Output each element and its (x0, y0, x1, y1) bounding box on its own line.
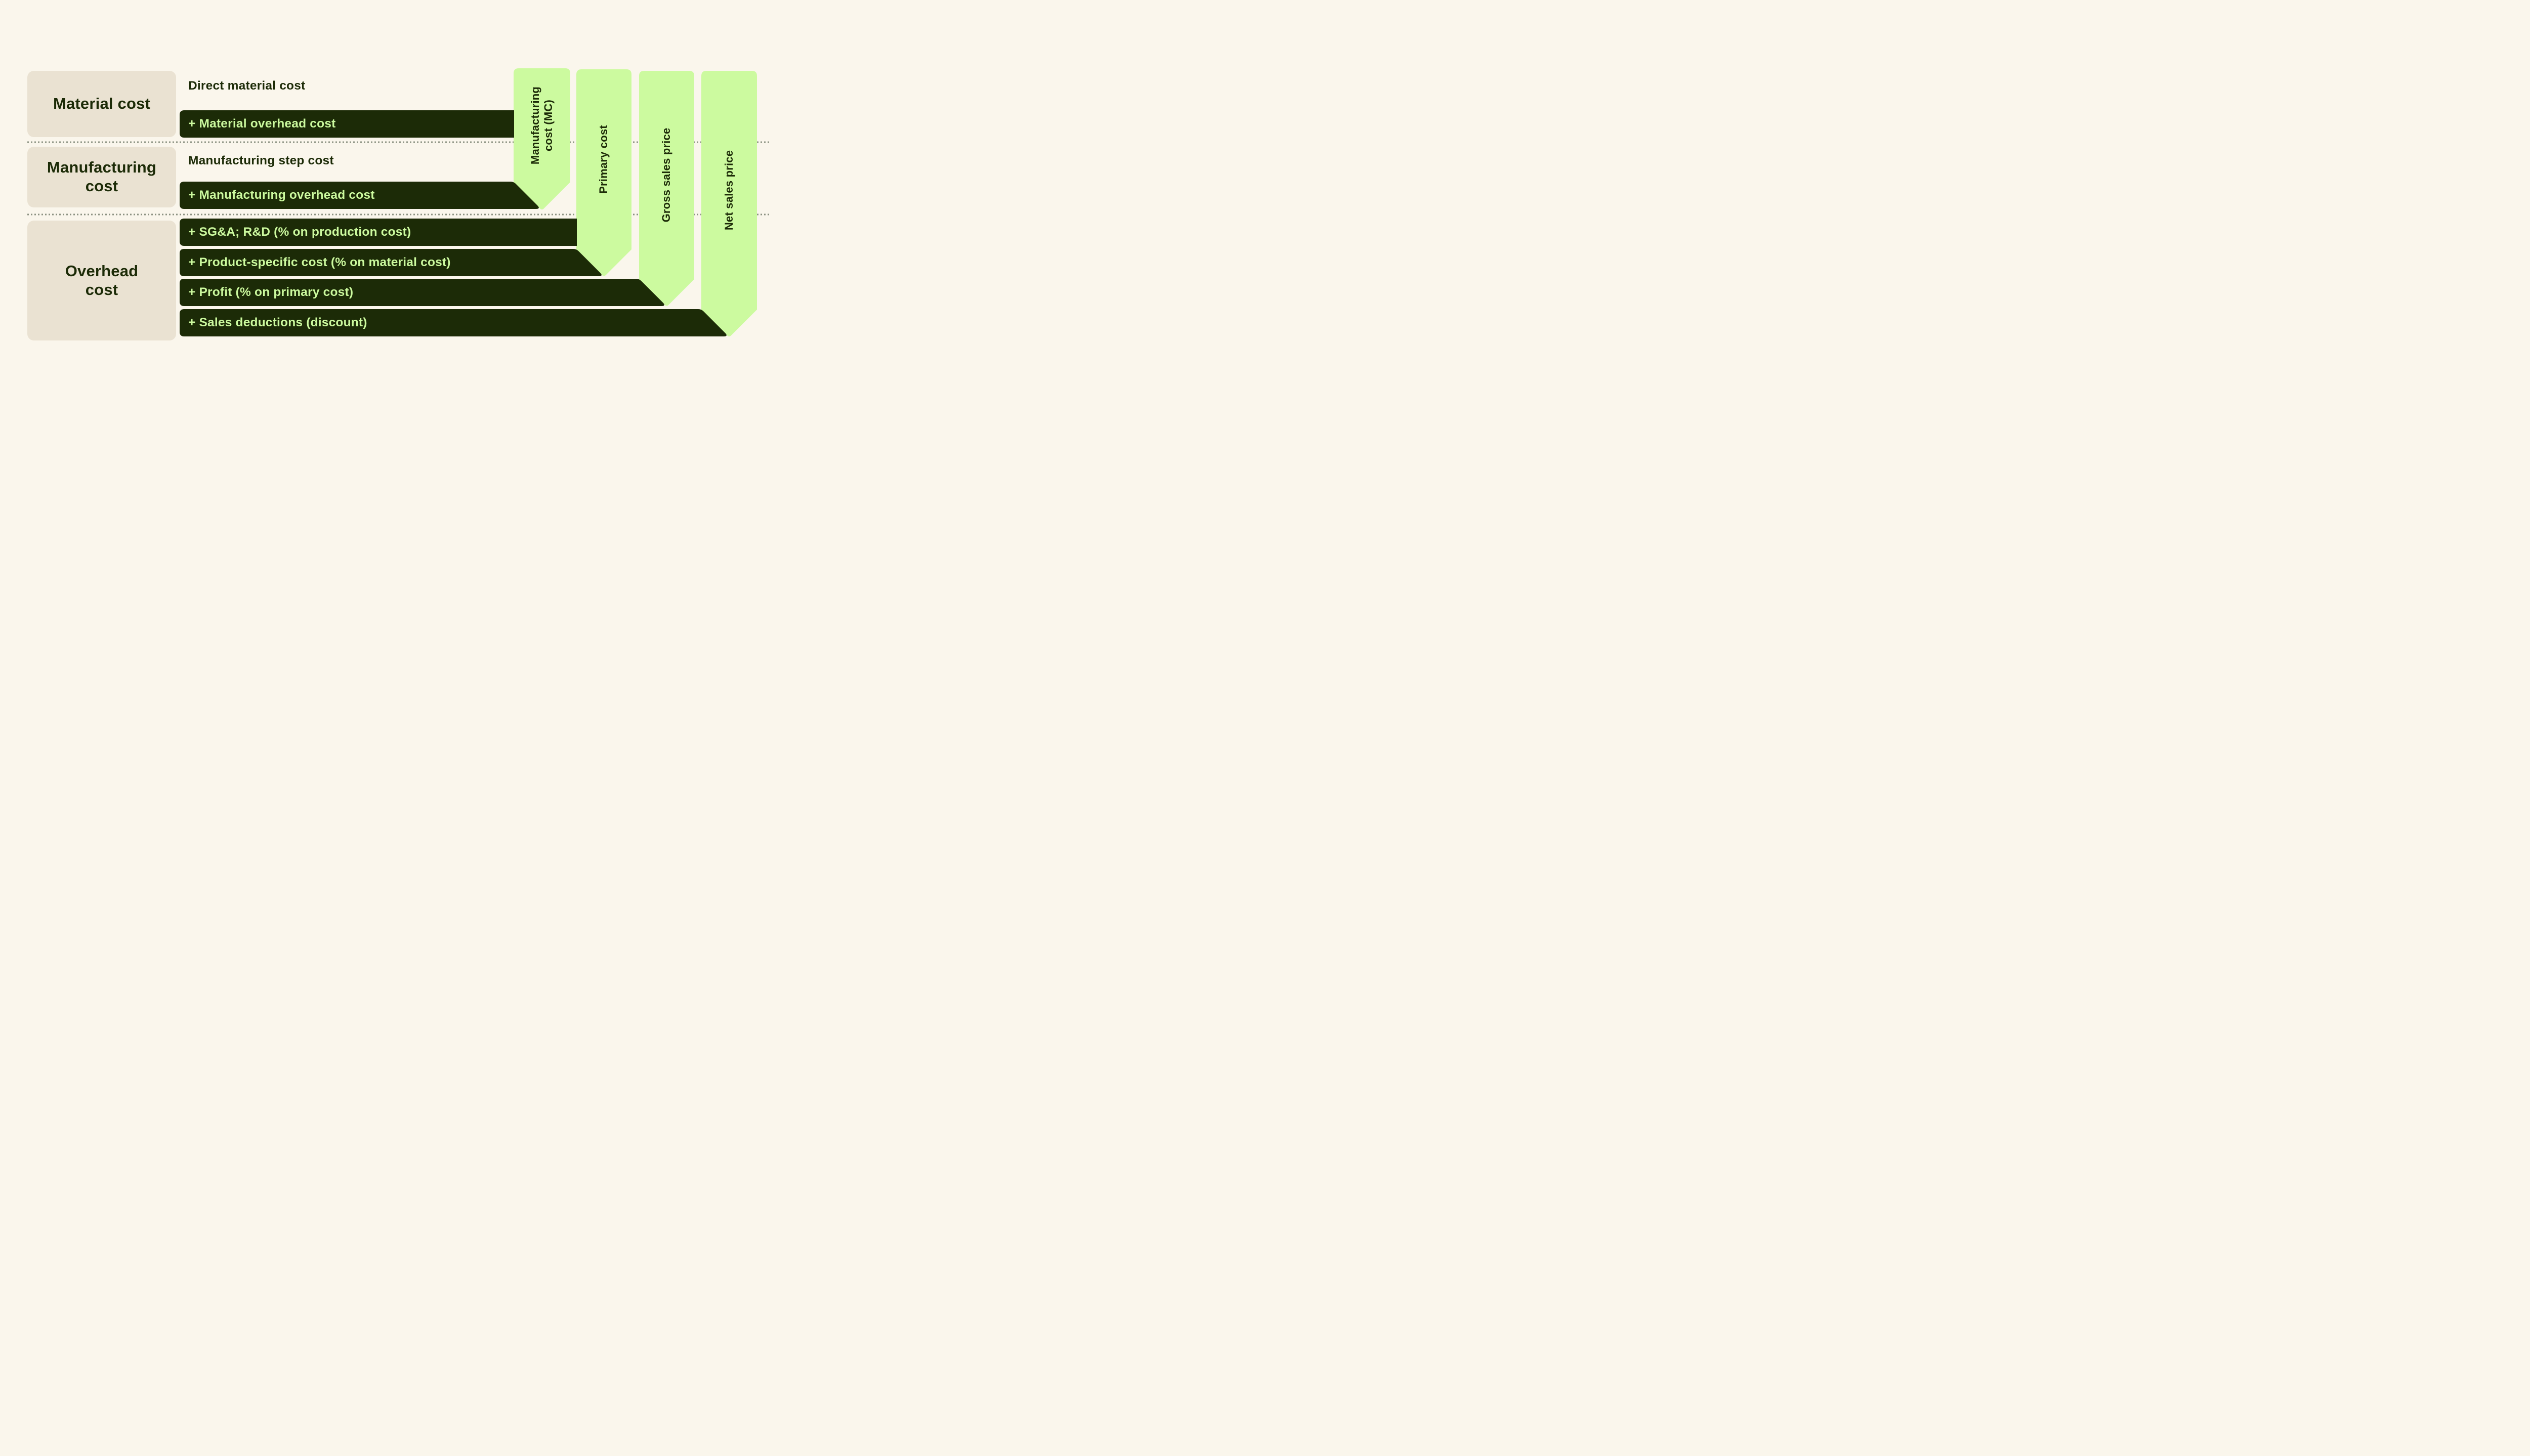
row-label-manufacturing-step-cost: Manufacturing step cost (188, 154, 334, 167)
bar-shape-profit (180, 279, 664, 306)
bar-label-manufacturing-overhead: + Manufacturing overhead cost (188, 188, 375, 202)
banner-shape-net-sales-price (701, 71, 757, 336)
category-label-material-cost: Material cost (53, 95, 151, 113)
bar-shape-sga-rd (180, 219, 577, 246)
bar-label-sales-deductions: + Sales deductions (discount) (188, 316, 367, 329)
category-box-overhead-cost: Overhead cost (27, 221, 176, 340)
bar-shape-manufacturing-overhead (180, 182, 539, 209)
banner-label-manufacturing-cost: Manufacturing cost (MC) (529, 86, 555, 165)
bar-shape-sales-deductions (180, 309, 727, 336)
banner-label-gross-sales-price: Gross sales price (660, 127, 672, 223)
category-box-manufacturing-cost: Manufacturing cost (27, 147, 176, 207)
bar-label-material-overhead: + Material overhead cost (188, 117, 336, 131)
bar-shape-product-specific (180, 249, 602, 276)
category-box-material-cost: Material cost (27, 71, 176, 137)
bar-shape-material-overhead (180, 110, 514, 138)
cost-structure-diagram: Material cost Manufacturing cost Overhea… (0, 0, 794, 416)
banner-label-primary-cost: Primary cost (597, 125, 610, 194)
banner-shape-primary-cost (576, 69, 631, 276)
banner-shape-gross-sales-price (639, 71, 694, 306)
category-label-manufacturing-cost: Manufacturing cost (47, 158, 157, 195)
diagram-shapes (27, 68, 771, 336)
row-label-direct-material-cost: Direct material cost (188, 79, 306, 93)
bar-label-sga-rd: + SG&A; R&D (% on production cost) (188, 225, 411, 239)
bar-label-profit: + Profit (% on primary cost) (188, 285, 354, 299)
category-label-overhead-cost: Overhead cost (65, 262, 139, 298)
bar-label-product-specific: + Product-specific cost (% on material c… (188, 255, 451, 269)
banner-label-net-sales-price: Net sales price (723, 150, 735, 231)
banner-shape-manufacturing-cost (514, 68, 570, 209)
